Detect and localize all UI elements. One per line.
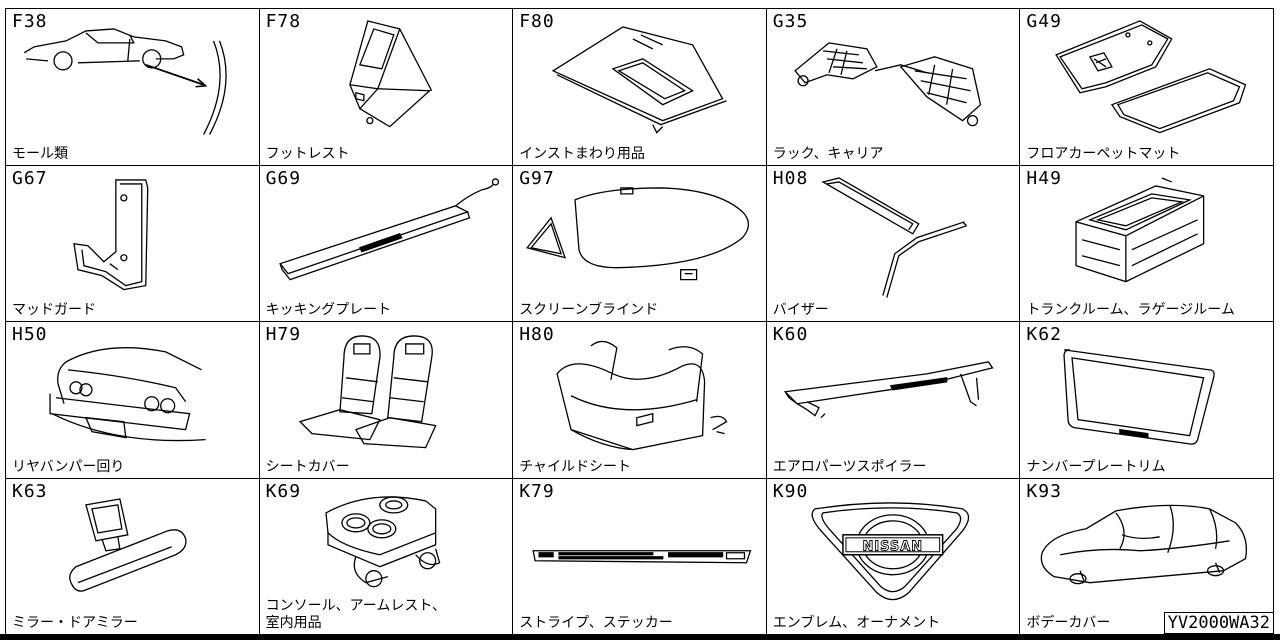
bottom-rule (0, 634, 1280, 640)
part-name: インストまわり用品 (519, 145, 645, 162)
part-cell-k63[interactable]: K63 ミラー・ドアミラー (6, 478, 260, 635)
seat-cover-icon (298, 335, 437, 449)
part-code: H50 (12, 324, 48, 345)
part-code: K79 (519, 480, 555, 502)
part-code: K60 (772, 324, 809, 345)
part-name: チャイルドシート (519, 458, 632, 475)
part-name: マッドガード (12, 302, 96, 318)
console-panel-icon (551, 26, 727, 134)
part-code: G97 (519, 167, 555, 189)
part-code: K63 (12, 480, 48, 502)
part-code: F80 (519, 11, 555, 32)
part-cell-g67[interactable]: G67 マッドガード (6, 165, 260, 322)
footrest-icon (348, 20, 432, 128)
screen-blind-icon (526, 186, 750, 280)
part-cell-f38[interactable]: F38 モール類 (6, 9, 260, 166)
part-code: K93 (1026, 480, 1062, 502)
part-cell-k69[interactable]: K69 コンソール、アームレスト、 室内用品 (259, 478, 514, 635)
reference-code: YV2000WA32 (1163, 612, 1274, 634)
plate-rim-icon (1063, 349, 1216, 445)
part-code: G67 (12, 167, 48, 189)
stripe-sticker-icon (532, 549, 752, 563)
emblem-text: NISSAN (862, 539, 923, 554)
part-cell-k90[interactable]: K90 NISSAN エンブレム、オーナメント (766, 478, 1021, 635)
part-name: エアロパーツスポイラー (772, 458, 927, 475)
child-seat-icon (556, 340, 728, 451)
part-cell-f78[interactable]: F78 フットレスト (259, 9, 514, 166)
part-code: K62 (1026, 324, 1062, 345)
part-name: ボデーカバー (1026, 615, 1111, 631)
part-name: ストライプ、ステッカー (519, 615, 673, 631)
part-name: モール類 (12, 145, 68, 162)
car-molding-icon (23, 28, 227, 135)
part-name: スクリーンブラインド (519, 302, 659, 318)
part-cell-k60[interactable]: K60 エアロパーツスポイラー (766, 322, 1021, 479)
mirror-icon (69, 497, 187, 592)
floor-mat-icon (1055, 20, 1247, 134)
part-code: H08 (772, 167, 809, 189)
part-cell-h80[interactable]: H80 チャイルドシート (513, 322, 767, 479)
part-name: ミラー・ドアミラー (12, 615, 138, 631)
part-name: キッキングプレート (265, 302, 392, 318)
rear-bumper-icon (49, 347, 206, 442)
part-code: K90 (772, 480, 809, 502)
part-name: バイザー (772, 302, 829, 318)
part-name: コンソール、アームレスト、 室内用品 (265, 598, 447, 631)
visor-icon (821, 176, 967, 298)
part-code: H80 (519, 324, 555, 345)
part-code: G49 (1026, 11, 1062, 32)
part-code: F78 (265, 11, 302, 32)
part-name: ナンバープレートリム (1026, 458, 1166, 475)
part-cell-g69[interactable]: G69 キッキングプレート (259, 165, 514, 322)
part-cell-h50[interactable]: H50 リヤバンパー回り (6, 322, 260, 479)
kicking-plate-icon (278, 177, 499, 280)
emblem-icon: NISSAN (811, 501, 969, 600)
trunk-box-icon (1075, 176, 1205, 282)
part-cell-h79[interactable]: H79 シートカバー (259, 322, 514, 479)
part-code: G69 (265, 167, 302, 189)
part-code: H49 (1026, 167, 1062, 189)
roof-rack-icon (793, 42, 982, 127)
part-cell-h49[interactable]: H49 トランクルーム、ラゲージルーム (1020, 165, 1274, 322)
part-cell-f80[interactable]: F80 インストまわり用品 (513, 9, 767, 166)
part-name: リヤバンパー回り (12, 458, 125, 475)
part-code: H79 (265, 324, 302, 345)
part-cell-h08[interactable]: H08 バイザー (766, 165, 1021, 322)
part-name: フットレスト (265, 145, 350, 162)
body-cover-icon (1041, 504, 1248, 584)
part-cell-k62[interactable]: K62 ナンバープレートリム (1020, 322, 1274, 479)
mud-guard-icon (73, 178, 149, 290)
part-code: K69 (265, 480, 302, 502)
part-name: フロアカーペットマット (1026, 145, 1181, 162)
part-code: G35 (772, 11, 809, 32)
part-name: トランクルーム、ラゲージルーム (1026, 302, 1235, 318)
part-cell-g35[interactable]: G35 ラック、キャリア (766, 9, 1021, 166)
part-name: ラック、キャリア (772, 145, 884, 162)
part-cell-g97[interactable]: G97 スクリーンブラインド (513, 165, 767, 322)
part-code: F38 (12, 11, 48, 32)
part-name: エンブレム、オーナメント (772, 615, 941, 631)
part-cell-g49[interactable]: G49 フロアカーペットマット (1020, 9, 1274, 166)
spoiler-icon (783, 361, 994, 419)
part-cell-k79[interactable]: K79 ストライプ、ステッカー (513, 478, 767, 635)
parts-catalog-grid: F38 モール類 F78 フットレスト F80 (5, 8, 1274, 635)
part-name: シートカバー (265, 458, 350, 475)
